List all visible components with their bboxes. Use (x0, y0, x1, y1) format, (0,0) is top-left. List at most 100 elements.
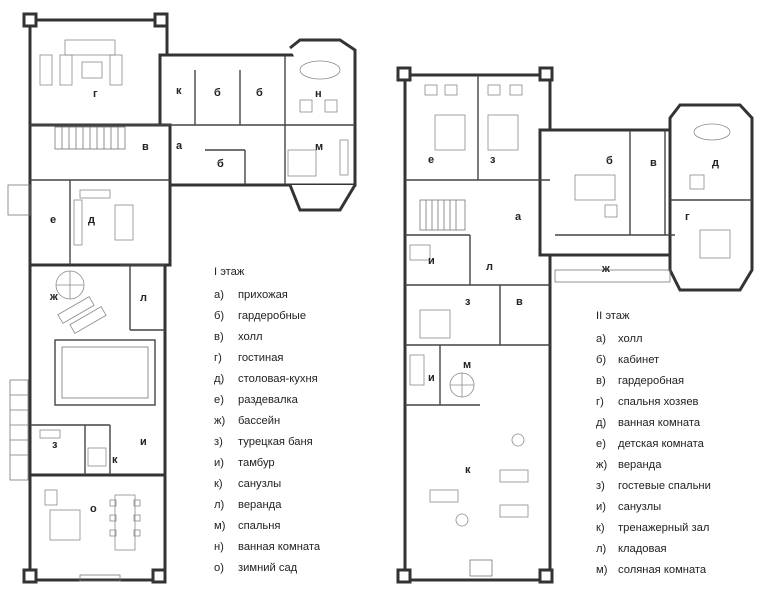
legend-key: а) (214, 289, 224, 301)
legend-label: соляная комната (618, 564, 707, 576)
f2-room-label: л (486, 261, 493, 273)
legend-key: а) (596, 333, 606, 345)
f1-sauna-furniture (39, 429, 107, 467)
legend-key: е) (214, 394, 224, 406)
f1-pier (22, 568, 38, 584)
floor1-legend-list: а)прихожая б)гардеробные в) холл г) гостин… (214, 285, 320, 579)
f1-room-label: н (315, 88, 322, 100)
floor2-title: II этаж (596, 310, 630, 322)
legend-item: г)спальня хозяев (596, 392, 711, 413)
f2-room-label: з (465, 296, 471, 308)
legend-key: и) (214, 457, 224, 469)
f1-terrace-steps (7, 184, 31, 481)
floor1-legend: I этаж а)прихожая б)гардеробные в)холл г… (214, 262, 320, 579)
f1-room-labels: г к б б н в а б м е д ж л з и к о (49, 85, 323, 515)
f1-living-furniture (39, 39, 123, 86)
legend-label: веранда (618, 459, 662, 471)
legend-key: к) (596, 522, 605, 534)
legend-key: о) (214, 562, 224, 574)
legend-item: ж) веранда (596, 455, 711, 476)
legend-label: раздевалка (238, 394, 298, 406)
legend-item: л) кладовая (596, 539, 711, 560)
legend-label: кабинет (618, 354, 660, 366)
legend-label: холл (238, 331, 263, 343)
f1-room-label: д (88, 214, 95, 226)
f1-dining-furniture (73, 189, 134, 246)
legend-item: б) кабинет (596, 350, 711, 371)
legend-item: о) зимний сад (214, 558, 320, 579)
f1-room-label: ж (49, 291, 58, 303)
f2-pier (538, 568, 554, 584)
f1-bath-furniture (299, 60, 341, 113)
legend-label: ванная комната (238, 541, 321, 553)
legend-label: гостиная (238, 352, 284, 364)
f2-bay (668, 103, 754, 292)
f1-room-label: е (50, 214, 56, 226)
legend-key: г) (596, 396, 604, 408)
legend-key: в) (214, 331, 224, 343)
legend-key: л) (214, 499, 225, 511)
f1-room-label: к (112, 454, 118, 466)
legend-item: е)детская комната (596, 434, 711, 455)
f2-veranda-rail (554, 269, 671, 283)
legend-key: б) (596, 354, 607, 366)
legend-item: б)гардеробные (214, 306, 320, 327)
legend-label: гостевые спальни (618, 480, 711, 492)
legend-item: в)гардеробная (596, 371, 711, 392)
legend-key: ж) (214, 415, 226, 427)
legend-key: б) (214, 310, 225, 322)
legend-label: холл (618, 333, 643, 345)
f2-room-label: и (428, 372, 435, 384)
f2-pier (396, 568, 412, 584)
legend-key: м) (596, 564, 608, 576)
legend-key: и) (596, 501, 606, 513)
legend-item: г) гостиная (214, 348, 320, 369)
legend-label: столовая-кухня (238, 373, 318, 385)
f1-bedroom-bay (288, 184, 357, 212)
f2-room-label: е (428, 154, 434, 166)
f1-room-label: и (140, 436, 147, 448)
floor2-legend-list: а) холл б) кабинет в)гардеробная г)спальня… (596, 329, 711, 581)
f1-room-label: а (176, 140, 183, 152)
legend-item: ж) бассейн (214, 411, 320, 432)
legend-item: и)санузлы (596, 497, 711, 518)
f2-room-label: б (606, 155, 613, 167)
legend-key: ж) (596, 459, 608, 471)
f1-living-block (28, 18, 169, 127)
floor1-plan: г к б б н в а б м е д ж л з и к о (7, 12, 357, 584)
f1-room-label: г (93, 88, 98, 100)
f1-pier (22, 12, 38, 28)
legend-item: н) ванная комната (214, 537, 320, 558)
f2-room-label: г (685, 211, 690, 223)
legend-item: а)прихожая (214, 285, 320, 306)
legend-label: детская комната (618, 438, 704, 450)
legend-item: д)ванная комната (596, 413, 711, 434)
legend-key: д) (214, 373, 225, 385)
legend-item: а) холл (596, 329, 711, 350)
legend-label: зимний сад (238, 562, 298, 574)
legend-label: бассейн (238, 415, 281, 427)
f2-east-wing (538, 128, 677, 257)
legend-item: к) тренажерный зал (596, 518, 711, 539)
f2-pier (538, 66, 554, 82)
f2-room-label: ж (601, 263, 610, 275)
f1-room-label: б (214, 87, 221, 99)
legend-item: д) столовая-кухня (214, 369, 320, 390)
f1-bed-furniture (287, 139, 349, 177)
legend-key: н) (214, 541, 224, 553)
legend-item: м) соляная комната (596, 560, 711, 581)
f2-room-label: в (650, 157, 657, 169)
legend-label: санузлы (238, 478, 282, 490)
f1-room-label: л (140, 292, 147, 304)
legend-key: г) (214, 352, 222, 364)
legend-label: тамбур (238, 457, 275, 469)
f1-stairs (54, 126, 126, 150)
f1-room-label: к (176, 85, 182, 97)
legend-item: в) холл (214, 327, 320, 348)
legend-label: тренажерный зал (618, 522, 710, 534)
legend-key: л) (596, 543, 607, 555)
legend-item: м)спальня (214, 516, 320, 537)
legend-label: кладовая (618, 543, 667, 555)
f2-room-label: и (428, 255, 435, 267)
